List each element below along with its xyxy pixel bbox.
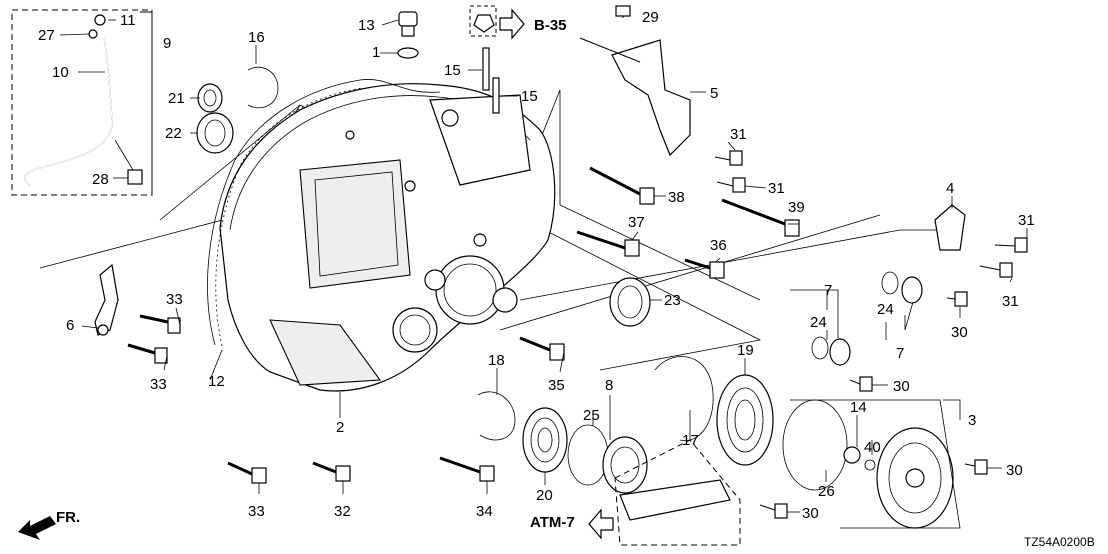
label-28: 28: [92, 171, 109, 188]
label-22: 22: [165, 125, 182, 142]
label-3: 3: [968, 412, 976, 429]
label-33c: 33: [248, 503, 265, 520]
label-29: 29: [642, 9, 659, 26]
label-35: 35: [548, 377, 565, 394]
ref-atm7: ATM-7: [530, 508, 614, 540]
label-27: 27: [38, 27, 55, 44]
label-33a: 33: [166, 291, 183, 308]
svg-text:ATM-7: ATM-7: [530, 514, 575, 531]
label-5: 5: [710, 85, 718, 102]
label-13: 13: [358, 17, 375, 34]
label-21: 21: [168, 90, 185, 107]
label-26: 26: [818, 483, 835, 500]
label-9: 9: [163, 35, 171, 52]
label-36: 36: [710, 237, 727, 254]
label-39: 39: [788, 199, 805, 216]
bearing-20: [522, 407, 568, 473]
label-20: 20: [536, 487, 553, 504]
o-ring-25: [567, 424, 609, 486]
label-25: 25: [583, 407, 600, 424]
bolts: [97, 5, 1028, 519]
breather-cap: [94, 14, 106, 26]
label-23: 23: [664, 292, 681, 309]
label-11: 11: [120, 12, 136, 29]
bearing-22: [196, 112, 234, 154]
label-30d: 30: [802, 505, 819, 522]
end-cover-3: [876, 427, 954, 529]
bearing-21: [197, 83, 223, 113]
label-15a: 15: [444, 62, 461, 79]
label-15b: 15: [521, 88, 538, 105]
diagram-code: TZ54A0200B: [1024, 535, 1095, 549]
bracket-4: [934, 204, 966, 251]
gasket: [207, 79, 441, 346]
label-32: 32: [334, 503, 351, 520]
label-24b: 24: [877, 301, 894, 318]
leader-lines: [59, 19, 1028, 529]
label-16: 16: [248, 29, 265, 46]
label-24a: 24: [810, 314, 827, 331]
label-40: 40: [864, 439, 881, 456]
label-31a: 31: [730, 126, 747, 143]
label-18: 18: [488, 352, 505, 369]
clip: [127, 169, 143, 185]
bracket-5: [611, 39, 691, 157]
oil-seal-23: [609, 277, 651, 327]
o-ring-26: [782, 399, 848, 491]
label-14: 14: [850, 399, 867, 416]
label-17: 17: [682, 432, 699, 449]
bearing-19: [716, 374, 774, 466]
label-30b: 30: [893, 378, 910, 395]
label-37: 37: [628, 214, 645, 231]
cover-8: [602, 436, 648, 494]
label-33b: 33: [150, 376, 167, 393]
transmission-case: [219, 83, 556, 392]
svg-text:B-35: B-35: [534, 17, 567, 34]
bracket-6: [94, 263, 119, 336]
atm7-bracket: [619, 479, 731, 521]
label-7a: 7: [824, 282, 832, 299]
snap-ring-18: [477, 391, 516, 441]
label-2: 2: [336, 419, 344, 436]
label-19: 19: [737, 342, 754, 359]
drain-plug-13: [398, 11, 418, 27]
label-30c: 30: [1006, 462, 1023, 479]
label-4: 4: [946, 180, 954, 197]
label-31c: 31: [1018, 212, 1035, 229]
label-34: 34: [476, 503, 493, 520]
label-12: 12: [208, 373, 225, 390]
ref-b35: B-35: [469, 5, 567, 40]
snap-ring-16: [247, 66, 279, 109]
snap-ring-17: [654, 356, 714, 442]
label-1: 1: [372, 44, 380, 61]
label-7b: 7: [896, 345, 904, 362]
label-10: 10: [52, 64, 69, 81]
label-31d: 31: [1002, 293, 1019, 310]
svg-text:FR.: FR.: [56, 509, 80, 526]
part-labels: 1 2 3 4 5 6 7 7 8 9 10 11 12 13 14 15 15…: [38, 9, 1035, 522]
front-arrow: FR.: [18, 509, 80, 540]
label-30a: 30: [951, 324, 968, 341]
label-6: 6: [66, 317, 74, 334]
stud-15b: [492, 77, 500, 114]
stud-15a: [482, 47, 490, 91]
label-31b: 31: [768, 180, 785, 197]
label-38: 38: [668, 189, 685, 206]
label-8: 8: [605, 377, 613, 394]
washer-1: [397, 47, 419, 59]
breather-tube: [24, 37, 113, 186]
